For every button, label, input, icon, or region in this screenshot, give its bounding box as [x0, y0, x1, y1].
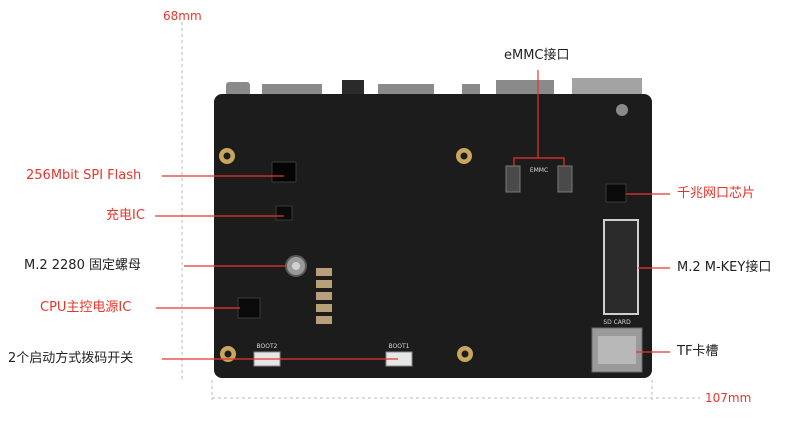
cpu-power-label: CPU主控电源IC [40, 300, 132, 315]
boot2-silkscreen: BOOT2 [257, 343, 278, 350]
tf-slot-label: TF卡槽 [677, 344, 719, 359]
spi-flash-label: 256Mbit SPI Flash [26, 168, 142, 183]
spi-flash-chip [271, 161, 297, 183]
callout-lines [155, 70, 670, 360]
phy-chip [605, 183, 627, 203]
emmc-connector-right [557, 165, 573, 193]
m2-mkey-label: M.2 M-KEY接口 [677, 260, 772, 275]
mounting-holes [219, 104, 628, 362]
gigabit-phy-label: 千兆网口芯片 [677, 186, 756, 201]
emmc-silkscreen: EMMC [530, 167, 548, 174]
height-dimension: 68mm [163, 9, 202, 23]
m2-screw-label: M.2 2280 固定螺母 [24, 258, 141, 273]
m2-mkey-slot [603, 219, 639, 315]
boot-switch-label: 2个启动方式拨码开关 [8, 351, 134, 366]
boot1-silkscreen: BOOT1 [389, 343, 410, 350]
emmc-connector-left [505, 165, 521, 193]
width-dimension: 107mm [705, 391, 752, 405]
pcb-board [214, 94, 652, 378]
charge-ic-chip [275, 205, 293, 221]
charge-ic-label: 充电IC [106, 208, 145, 223]
cpu-power-ic-chip [237, 297, 261, 319]
inductor-column [316, 268, 332, 324]
sd-card-silkscreen: SD CARD [603, 319, 631, 326]
emmc-interface-label: eMMC接口 [504, 48, 570, 63]
